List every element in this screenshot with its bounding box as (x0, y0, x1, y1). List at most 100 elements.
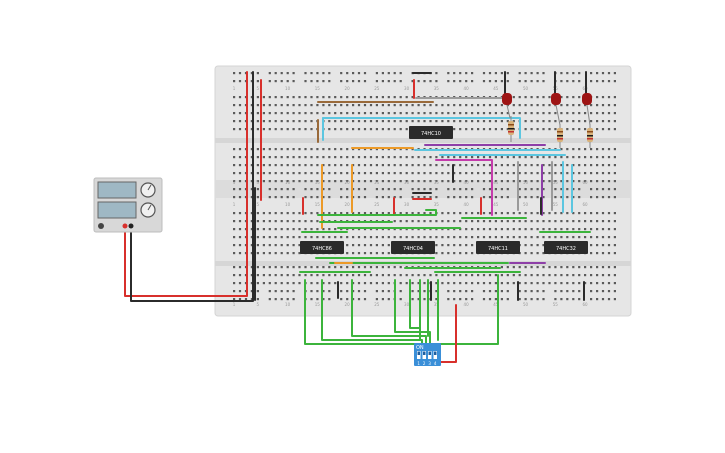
breadboard-hole[interactable] (369, 104, 373, 107)
breadboard-hole[interactable] (488, 196, 492, 199)
breadboard-hole[interactable] (250, 96, 253, 99)
breadboard-hole[interactable] (578, 188, 581, 191)
breadboard-hole[interactable] (530, 180, 533, 183)
breadboard-hole[interactable] (524, 72, 527, 75)
breadboard-hole[interactable] (381, 274, 384, 277)
breadboard-hole[interactable] (405, 120, 408, 123)
breadboard-hole[interactable] (274, 120, 277, 123)
breadboard-hole[interactable] (256, 196, 259, 199)
breadboard-hole[interactable] (548, 282, 551, 285)
breadboard-hole[interactable] (536, 188, 539, 191)
breadboard-hole[interactable] (506, 228, 509, 231)
breadboard-hole[interactable] (256, 298, 259, 301)
breadboard-hole[interactable] (381, 212, 384, 215)
breadboard-hole[interactable] (542, 228, 545, 231)
breadboard-hole[interactable] (465, 290, 468, 293)
breadboard-hole[interactable] (453, 212, 456, 215)
breadboard-hole[interactable] (453, 72, 456, 75)
breadboard-hole[interactable] (346, 298, 349, 301)
breadboard-hole[interactable] (494, 164, 497, 167)
breadboard-hole[interactable] (381, 96, 384, 99)
breadboard-hole[interactable] (596, 212, 599, 215)
breadboard-hole[interactable] (554, 266, 557, 269)
breadboard-hole[interactable] (262, 180, 265, 183)
breadboard-hole[interactable] (536, 220, 539, 223)
breadboard-hole[interactable] (447, 112, 450, 115)
breadboard-hole[interactable] (477, 282, 480, 285)
breadboard-hole[interactable] (429, 164, 432, 167)
breadboard-hole[interactable] (363, 196, 367, 199)
breadboard-hole[interactable] (256, 282, 259, 285)
breadboard-hole[interactable] (280, 96, 283, 99)
breadboard-hole[interactable] (298, 244, 301, 247)
breadboard-hole[interactable] (262, 156, 265, 159)
breadboard-hole[interactable] (387, 104, 390, 107)
breadboard-hole[interactable] (411, 172, 414, 175)
breadboard-hole[interactable] (286, 148, 289, 151)
breadboard-hole[interactable] (494, 274, 497, 277)
breadboard-hole[interactable] (613, 80, 616, 83)
breadboard-hole[interactable] (363, 188, 367, 191)
breadboard-hole[interactable] (530, 188, 533, 191)
resistor-2[interactable] (557, 124, 563, 148)
breadboard-hole[interactable] (316, 236, 319, 239)
breadboard-hole[interactable] (286, 196, 289, 199)
breadboard-hole[interactable] (560, 180, 563, 183)
breadboard-hole[interactable] (369, 148, 373, 151)
breadboard-hole[interactable] (238, 244, 242, 247)
breadboard-hole[interactable] (238, 72, 242, 75)
breadboard-hole[interactable] (560, 282, 563, 285)
breadboard-hole[interactable] (560, 104, 563, 107)
breadboard-hole[interactable] (381, 156, 384, 159)
breadboard-hole[interactable] (566, 172, 569, 175)
breadboard-hole[interactable] (429, 172, 432, 175)
breadboard-hole[interactable] (572, 196, 575, 199)
breadboard-hole[interactable] (572, 228, 575, 231)
breadboard-hole[interactable] (601, 228, 605, 231)
breadboard-hole[interactable] (387, 212, 390, 215)
breadboard-hole[interactable] (518, 156, 521, 159)
breadboard-hole[interactable] (530, 212, 533, 215)
breadboard-hole[interactable] (459, 244, 462, 247)
breadboard-hole[interactable] (280, 156, 283, 159)
breadboard-hole[interactable] (566, 290, 569, 293)
breadboard-hole[interactable] (238, 120, 242, 123)
breadboard-hole[interactable] (238, 252, 242, 255)
breadboard-hole[interactable] (352, 164, 355, 167)
breadboard-hole[interactable] (233, 156, 236, 159)
breadboard-hole[interactable] (292, 96, 295, 99)
breadboard-hole[interactable] (542, 156, 545, 159)
breadboard-hole[interactable] (328, 104, 331, 107)
breadboard-hole[interactable] (363, 172, 367, 175)
breadboard-hole[interactable] (256, 212, 259, 215)
breadboard-hole[interactable] (542, 188, 545, 191)
breadboard-hole[interactable] (274, 196, 277, 199)
breadboard-hole[interactable] (536, 172, 539, 175)
breadboard-hole[interactable] (530, 282, 533, 285)
breadboard-hole[interactable] (292, 290, 295, 293)
breadboard-hole[interactable] (548, 236, 551, 239)
breadboard-hole[interactable] (560, 148, 563, 151)
breadboard-hole[interactable] (590, 228, 593, 231)
breadboard-hole[interactable] (530, 236, 533, 239)
breadboard-hole[interactable] (506, 290, 509, 293)
breadboard-hole[interactable] (572, 236, 575, 239)
breadboard-hole[interactable] (500, 172, 503, 175)
breadboard-hole[interactable] (328, 72, 331, 75)
breadboard-hole[interactable] (363, 164, 367, 167)
breadboard-hole[interactable] (506, 128, 509, 131)
breadboard-hole[interactable] (607, 244, 611, 247)
breadboard-hole[interactable] (393, 266, 396, 269)
breadboard-hole[interactable] (536, 290, 539, 293)
breadboard-hole[interactable] (435, 104, 438, 107)
breadboard-hole[interactable] (233, 120, 236, 123)
breadboard-hole[interactable] (441, 282, 444, 285)
breadboard-hole[interactable] (471, 212, 474, 215)
breadboard-hole[interactable] (482, 156, 486, 159)
breadboard-hole[interactable] (607, 298, 611, 301)
breadboard-hole[interactable] (524, 298, 527, 301)
breadboard-hole[interactable] (381, 252, 384, 255)
breadboard-hole[interactable] (572, 212, 575, 215)
breadboard-hole[interactable] (346, 156, 349, 159)
breadboard-hole[interactable] (488, 298, 492, 301)
